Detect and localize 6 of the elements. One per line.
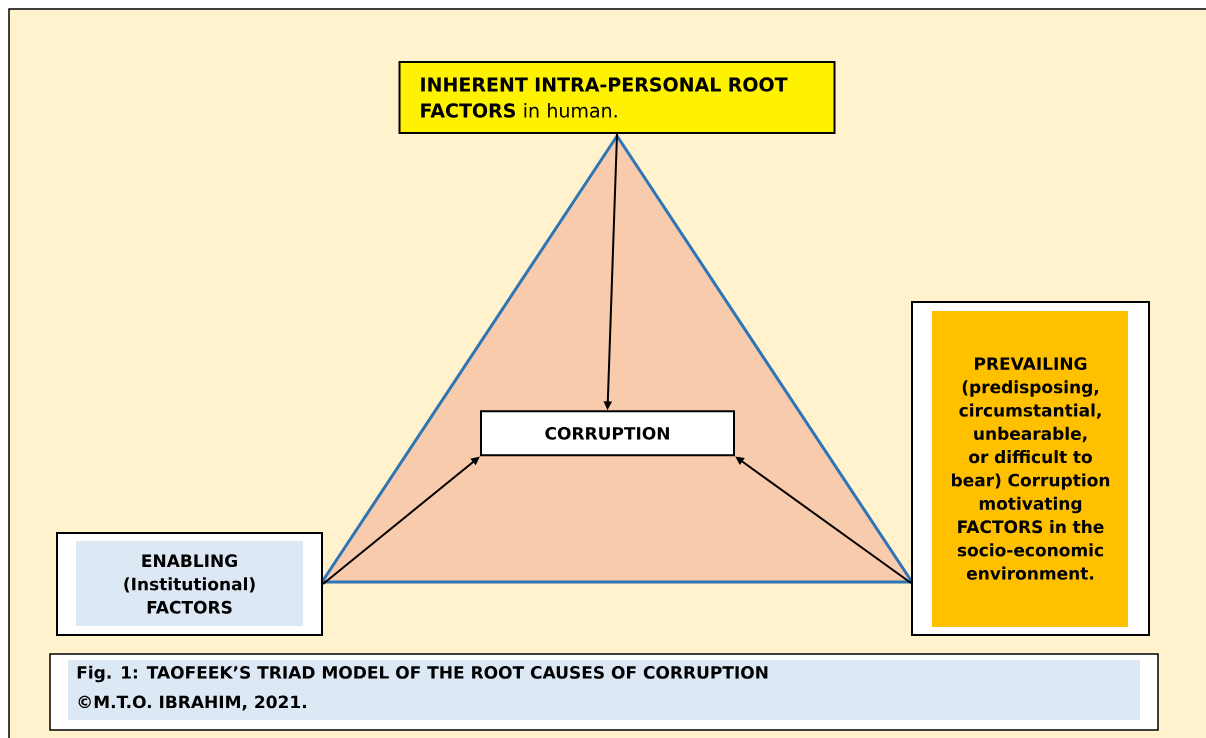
factor-box: PREVAILING (predisposing, circumstantial, unbearable, or difficult to bear) Corruption motivating FACTORS in the socio-economic environment. (911, 301, 1150, 636)
corruption-box: CORRUPTION (480, 410, 735, 457)
factor-box: ENABLING (Institutional) FACTORS (56, 532, 323, 636)
caption: Fig. 1: TAOFEEK’S TRIAD MODEL OF THE ROOT CAUSES OF CORRUPTION (77, 665, 768, 683)
copyright-note: ©M.T.O. IBRAHIM, 2021. (78, 695, 306, 711)
factor-box: INHERENT INTRA-PERSONAL ROOT FACTORS in human. (398, 61, 836, 134)
